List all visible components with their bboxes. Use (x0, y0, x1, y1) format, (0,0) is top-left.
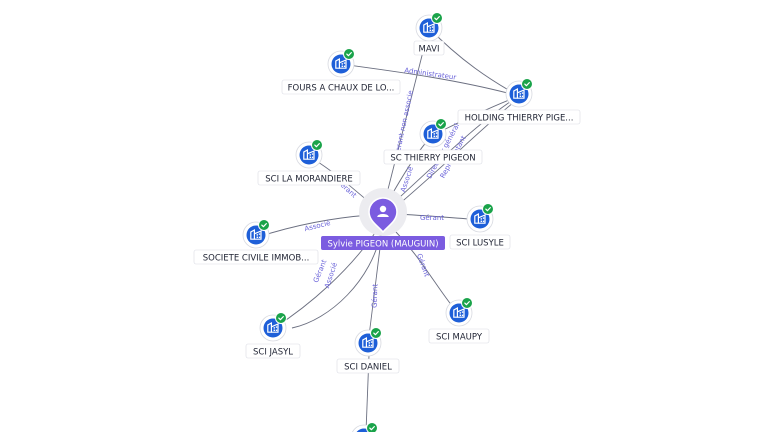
verified-check-icon (431, 12, 443, 24)
company-node-bottom[interactable] (351, 422, 378, 432)
company-node-mavi[interactable]: MAVI (413, 12, 445, 56)
company-label: SCI JASYL (253, 348, 293, 358)
edge-label-gerant-daniel: Gérant (371, 284, 380, 309)
company-label: HOLDING THIERRY PIGE... (465, 114, 574, 124)
company-node-jasyl[interactable]: SCI JASYL (245, 312, 301, 359)
verified-check-icon (366, 422, 378, 432)
edge-label-gerant-maupy: Gérant (415, 253, 431, 279)
verified-check-icon (521, 78, 533, 90)
verified-check-icon (258, 219, 270, 231)
company-label: MAVI (419, 45, 440, 55)
company-label: SCI LUSYLE (456, 239, 504, 249)
edge-center-holding-a[interactable] (388, 95, 520, 208)
verified-check-icon (275, 312, 287, 324)
verified-check-icon (311, 139, 323, 151)
company-node-maupy[interactable]: SCI MAUPY (428, 297, 490, 344)
company-label: SCI MAUPY (436, 333, 483, 343)
edge-center-daniel[interactable] (367, 231, 383, 345)
company-node-morandiere[interactable]: SCI LA MORANDIERE (257, 139, 361, 186)
company-node-lusyle[interactable]: SCI LUSYLE (449, 203, 511, 250)
person-label: Sylvie PIGEON (MAUGUIN) (327, 240, 438, 250)
edge-label-gerant-non-associe: Gerant non associe (393, 90, 415, 158)
verified-check-icon (461, 297, 473, 309)
edge-center-mavi[interactable] (383, 27, 430, 206)
person-node-center[interactable]: Sylvie PIGEON (MAUGUIN) (321, 188, 445, 250)
company-node-holding[interactable]: HOLDING THIERRY PIGE... (457, 78, 581, 125)
company-label: SCI DANIEL (344, 363, 392, 373)
company-node-scthierry[interactable]: SC THIERRY PIGEON (383, 118, 483, 165)
edge-holding-fours[interactable] (340, 63, 520, 97)
company-label: SCI LA MORANDIERE (265, 175, 352, 185)
verified-check-icon (435, 118, 447, 130)
person-label-bg (321, 236, 445, 250)
company-node-societe[interactable]: SOCIETE CIVILE IMMOB... (193, 219, 319, 265)
company-label: SC THIERRY PIGEON (390, 154, 475, 164)
edge-label-associe-societe: Associé (304, 219, 332, 233)
edge-label-associe-scthierry: Associé (399, 166, 415, 194)
company-label: FOURS A CHAUX DE LO... (288, 84, 395, 94)
company-node-fours[interactable]: FOURS A CHAUX DE LO... (281, 48, 401, 95)
company-label: SOCIETE CIVILE IMMOB... (203, 254, 310, 264)
person-icon (377, 205, 389, 217)
verified-check-icon (370, 327, 382, 339)
verified-check-icon (482, 203, 494, 215)
edge-labels: Gerant non associe Associé Directeur gén… (304, 66, 468, 308)
edge-label-administrateur: Administrateur (404, 66, 457, 81)
company-node-daniel[interactable]: SCI DANIEL (336, 327, 400, 374)
verified-check-icon (343, 48, 355, 60)
edge-center-holding-b[interactable] (391, 97, 520, 211)
edge-holding-mavi[interactable] (428, 27, 520, 97)
edge-label-gerant-lusyle: Gérant (420, 214, 444, 222)
